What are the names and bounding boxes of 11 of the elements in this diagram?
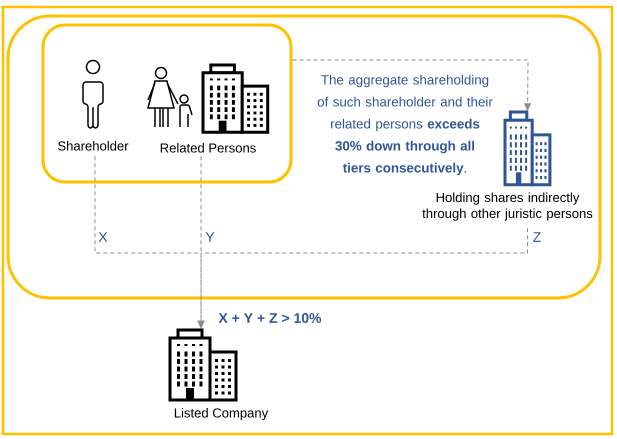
icon-caption: Holding shares indirectly through other juristic persons	[422, 192, 592, 221]
edge-label: Z	[533, 232, 541, 242]
rounded-box	[6, 14, 602, 300]
edge-label: Y	[206, 232, 214, 242]
icon-caption: Listed Company	[174, 408, 268, 420]
icon-caption: Related Persons	[160, 142, 256, 153]
rounded-box	[42, 24, 292, 184]
icon-caption: Shareholder	[58, 140, 128, 151]
note-text: The aggregate shareholding of such shareholder and their related persons exceeds 30% down through all tiers consecutively.	[318, 74, 493, 176]
formula-text: X + Y + Z > 10%	[218, 313, 322, 323]
edge-label: X	[98, 232, 108, 242]
